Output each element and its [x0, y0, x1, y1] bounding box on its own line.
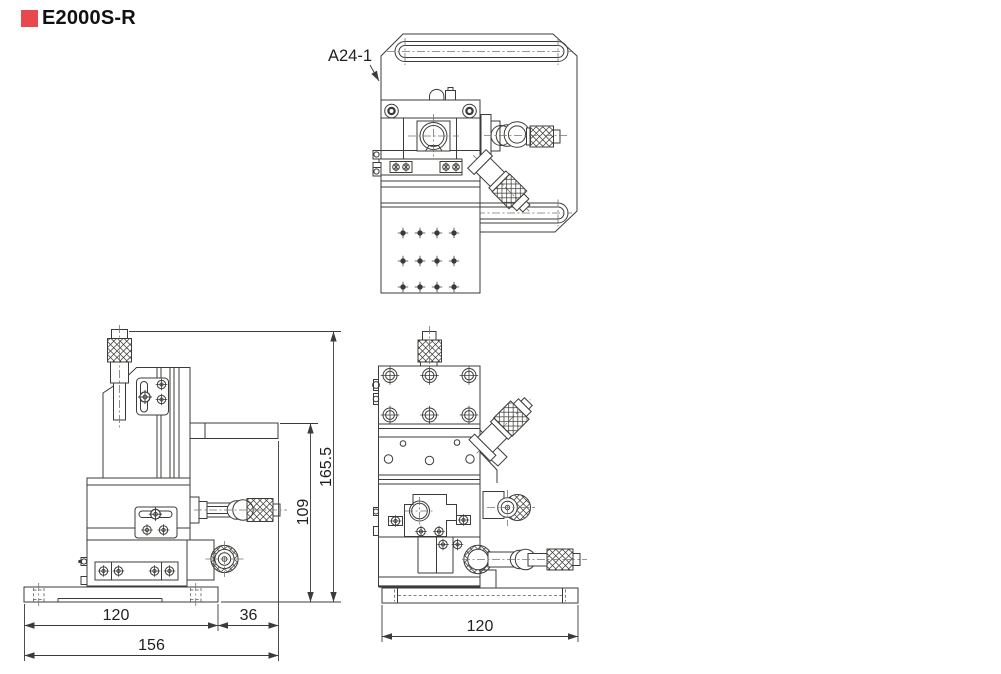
- micrometer-diagonal-top-view: [466, 148, 531, 213]
- micrometer-end-on-side: [186, 539, 244, 581]
- page-header: E2000S-R: [21, 7, 136, 30]
- dim-width-arm: 36: [240, 607, 258, 624]
- section-marker-square: [21, 10, 38, 27]
- top-view: A24-1: [328, 33, 578, 294]
- micrometer-z-axis-front: [417, 326, 442, 371]
- front-dimensions: 120: [381, 605, 579, 642]
- center-boss-front: [373, 494, 471, 574]
- part-callout-label: A24-1: [328, 47, 372, 65]
- linear-rail: [378, 158, 463, 176]
- dim-height-total: 165.5: [318, 447, 335, 487]
- dim-height-arm: 109: [295, 499, 312, 526]
- screw-grid-plate: [380, 204, 481, 294]
- micrometer-y-axis-front: [462, 544, 587, 575]
- dim-width-total: 156: [138, 637, 165, 654]
- product-title: E2000S-R: [42, 7, 136, 29]
- dim-width-main: 120: [103, 607, 130, 624]
- micrometer-diagonal-front: [468, 397, 533, 462]
- knurled-thimble: [529, 125, 554, 148]
- micrometer-z-axis-side: [107, 325, 132, 428]
- stage-body-top-view: [372, 87, 481, 208]
- top-plate-screws-front: [372, 365, 479, 425]
- xy-stage-upper-side: [86, 477, 191, 541]
- dim-width-base: 120: [467, 618, 494, 635]
- base-plate-front: [381, 587, 579, 604]
- mid-section-holes: [383, 439, 475, 466]
- plate-slot-top: [387, 38, 572, 65]
- micrometer-end-on-front: [482, 490, 535, 526]
- side-dimensions: 165.5 109 120 36 156: [24, 331, 341, 661]
- side-view: 165.5 109 120 36 156: [23, 325, 341, 661]
- corner-screw-icon: [461, 103, 478, 119]
- front-view: 120: [372, 326, 587, 642]
- diagonal-mount-edge: [479, 451, 498, 483]
- micrometer-x-axis-top-view: [480, 114, 569, 158]
- slot-plate-side: [136, 377, 169, 416]
- base-plate-side: [23, 583, 219, 607]
- bracket-arm: [189, 422, 279, 439]
- micrometer-y-axis-side: [189, 496, 287, 524]
- callout-leader-arrow: [369, 64, 380, 82]
- xy-stage-lower-side: [78, 539, 188, 587]
- corner-screw-icon: [383, 103, 400, 119]
